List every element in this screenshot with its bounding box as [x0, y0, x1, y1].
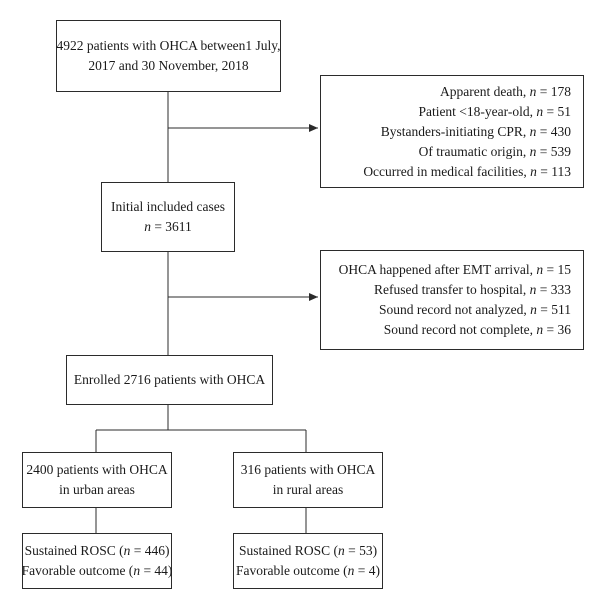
rural-rosc: Sustained ROSC (n = 53): [238, 543, 378, 558]
urban-box: 2400 patients with OHCA in urban areas: [22, 452, 172, 508]
urban-favorable: Favorable outcome (n = 44): [21, 563, 173, 578]
rural-line-2: in rural areas: [272, 482, 344, 497]
exclusion-box-2: OHCA happened after EMT arrival, n = 15 …: [320, 250, 584, 350]
rural-box: 316 patients with OHCA in rural areas: [233, 452, 383, 508]
rural-favorable: Favorable outcome (n = 4): [235, 563, 381, 578]
exclusion-1-item: Occurred in medical facilities, n = 113: [363, 163, 571, 179]
start-line-1: 4922 patients with OHCA between1 July,: [56, 38, 281, 53]
enrolled-label: Enrolled 2716 patients with OHCA: [73, 372, 266, 387]
initial-cases-box: Initial included cases n = 3611: [101, 182, 235, 252]
exclusion-2-item: OHCA happened after EMT arrival, n = 15: [338, 262, 571, 277]
initial-cases-count: n = 3611: [144, 219, 192, 234]
enrolled-box: Enrolled 2716 patients with OHCA: [66, 355, 273, 405]
urban-rosc: Sustained ROSC (n = 446): [24, 543, 170, 558]
exclusion-2-item: Refused transfer to hospital, n = 333: [374, 282, 571, 297]
initial-cases-label: Initial included cases: [111, 199, 225, 214]
exclusion-1-item: Patient <18-year-old, n = 51: [418, 103, 571, 119]
exclusion-1-item: Apparent death, n = 178: [440, 83, 571, 99]
urban-line-1: 2400 patients with OHCA: [26, 462, 168, 477]
exclusion-2-item: Sound record not analyzed, n = 511: [379, 302, 571, 317]
exclusion-1-item: Bystanders-initiating CPR, n = 430: [380, 123, 571, 139]
rural-outcome-box: Sustained ROSC (n = 53) Favorable outcom…: [233, 533, 383, 589]
rural-line-1: 316 patients with OHCA: [240, 462, 376, 477]
urban-outcome-box: Sustained ROSC (n = 446) Favorable outco…: [22, 533, 172, 589]
start-box: 4922 patients with OHCA between1 July, 2…: [56, 20, 281, 92]
exclusion-box-1: Apparent death, n = 178 Patient <18-year…: [320, 75, 584, 188]
exclusion-1-item: Of traumatic origin, n = 539: [418, 143, 571, 159]
exclusion-2-item: Sound record not complete, n = 36: [383, 322, 571, 337]
urban-line-2: in urban areas: [59, 482, 135, 497]
start-line-2: 2017 and 30 November, 2018: [88, 58, 249, 73]
